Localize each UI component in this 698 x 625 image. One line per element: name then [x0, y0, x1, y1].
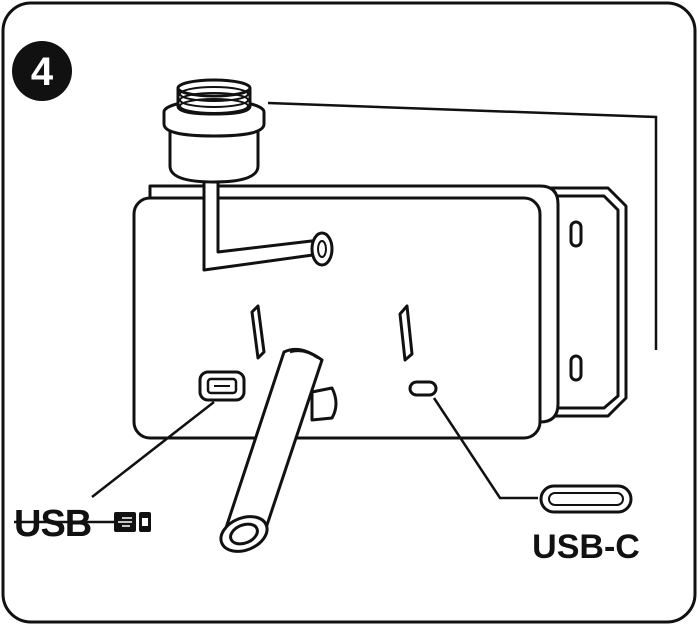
- reading-light-mount: [310, 386, 338, 422]
- usb-label-text: USB: [14, 503, 91, 545]
- leader-line-usb-c: [432, 397, 538, 500]
- switch-lever-right[interactable]: [398, 304, 414, 362]
- switch-lever-left[interactable]: [250, 304, 266, 360]
- usb-c-label-text: USB-C: [532, 528, 640, 566]
- step-number: 4: [31, 50, 54, 94]
- usb-trident-icon: [96, 512, 151, 532]
- bracket-slot-bottom: [569, 354, 583, 382]
- usb-c-port[interactable]: [408, 380, 438, 397]
- usb-c-label: USB-C: [532, 484, 640, 566]
- lamp-arm-joint: [310, 231, 334, 267]
- usb-a-port[interactable]: [198, 370, 246, 402]
- usb-label: USB: [14, 503, 151, 545]
- step-badge: 4: [12, 41, 72, 101]
- leader-line-socket: [267, 101, 658, 350]
- leader-line-usb: [91, 401, 215, 498]
- reading-light-tube[interactable]: [216, 347, 324, 557]
- mounting-bracket: [546, 186, 628, 418]
- lamp-socket: [162, 78, 266, 184]
- bracket-slot-top: [569, 220, 583, 248]
